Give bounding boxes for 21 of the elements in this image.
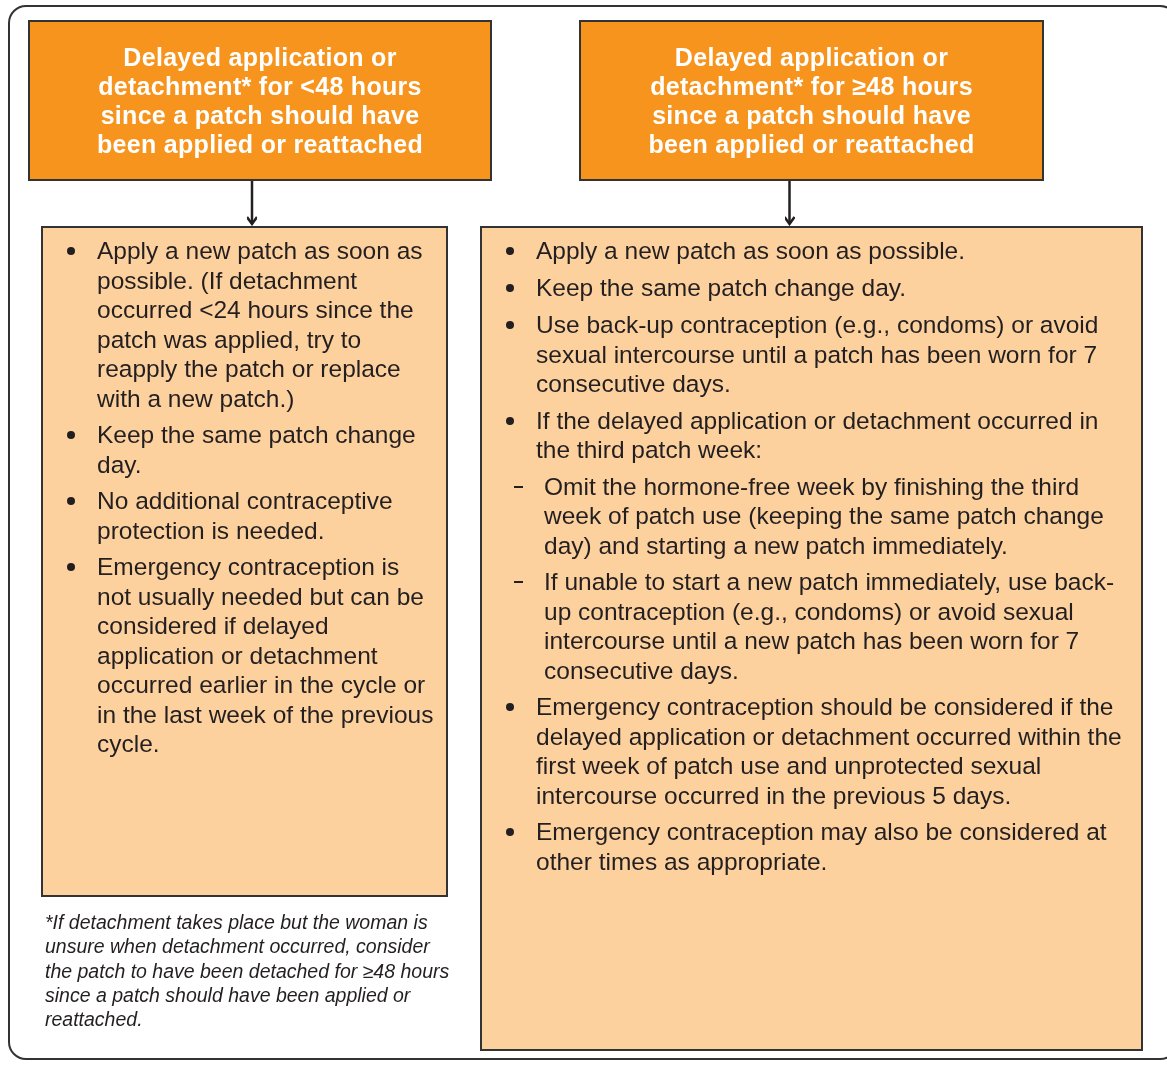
- condition-heading: Delayed application or detachment* for <48 hours since a patch should have been applied or reattached: [96, 42, 424, 159]
- sub-item-text: Omit the hormone-free week by finishing the third week of patch use (keeping the same patch change day) and starting a new patch immediately.: [544, 471, 1105, 560]
- bullet-text: Emergency contraception should be considered if the delayed application or detachment occurred within the first week of patch use and unprotected sexual intercourse occurred in the previous 5 days.: [536, 692, 1123, 810]
- instruction-box: [480, 226, 1143, 1051]
- condition-heading: Delayed application or detachment* for ≥48 hours since a patch should have been applied or reattached: [647, 42, 976, 159]
- arrow: [783, 181, 796, 226]
- bullet-text: Keep the same patch change day.: [536, 273, 907, 303]
- bullet-text: No additional contraceptive protection is needed.: [97, 486, 394, 545]
- condition-box: [579, 20, 1044, 181]
- condition-box: [28, 20, 492, 181]
- instruction-box: [41, 226, 448, 897]
- bullet-text: Use back-up contraception (e.g., condoms) or avoid sexual intercourse until a patch has been worn for 7 consecutive days.: [536, 310, 1100, 399]
- bullet-text: Emergency contraception may also be considered at other times as appropriate.: [536, 817, 1108, 876]
- arrow: [245, 181, 259, 226]
- bullet-text: If the delayed application or detachment occurred in the third patch week:: [536, 405, 1100, 465]
- sub-item-text: If unable to start a new patch immediately, use back-up contraception (e.g., condoms) or avoid sexual intercourse until a new patch has been worn for 7 consecutive days.: [544, 567, 1116, 685]
- bullet-text: Apply a new patch as soon as possible.: [536, 236, 965, 266]
- bullet-text: Keep the same patch change day.: [97, 420, 417, 479]
- footnote: *If detachment takes place but the woman is unsure when detachment occurred, consider the patch to have been detached for ≥48 hours since a patch should have been applied or reattached.: [45, 910, 451, 1032]
- bullet-text: Emergency contraception is not usually needed but can be considered if delayed application or detachment occurred earlier in the cycle or in the last week of the previous cycle.: [97, 552, 435, 759]
- bullet-text: Apply a new patch as soon as possible. (If detachment occurred <24 hours since the patch was applied, try to reapply the patch or replace with a new patch.): [97, 236, 424, 413]
